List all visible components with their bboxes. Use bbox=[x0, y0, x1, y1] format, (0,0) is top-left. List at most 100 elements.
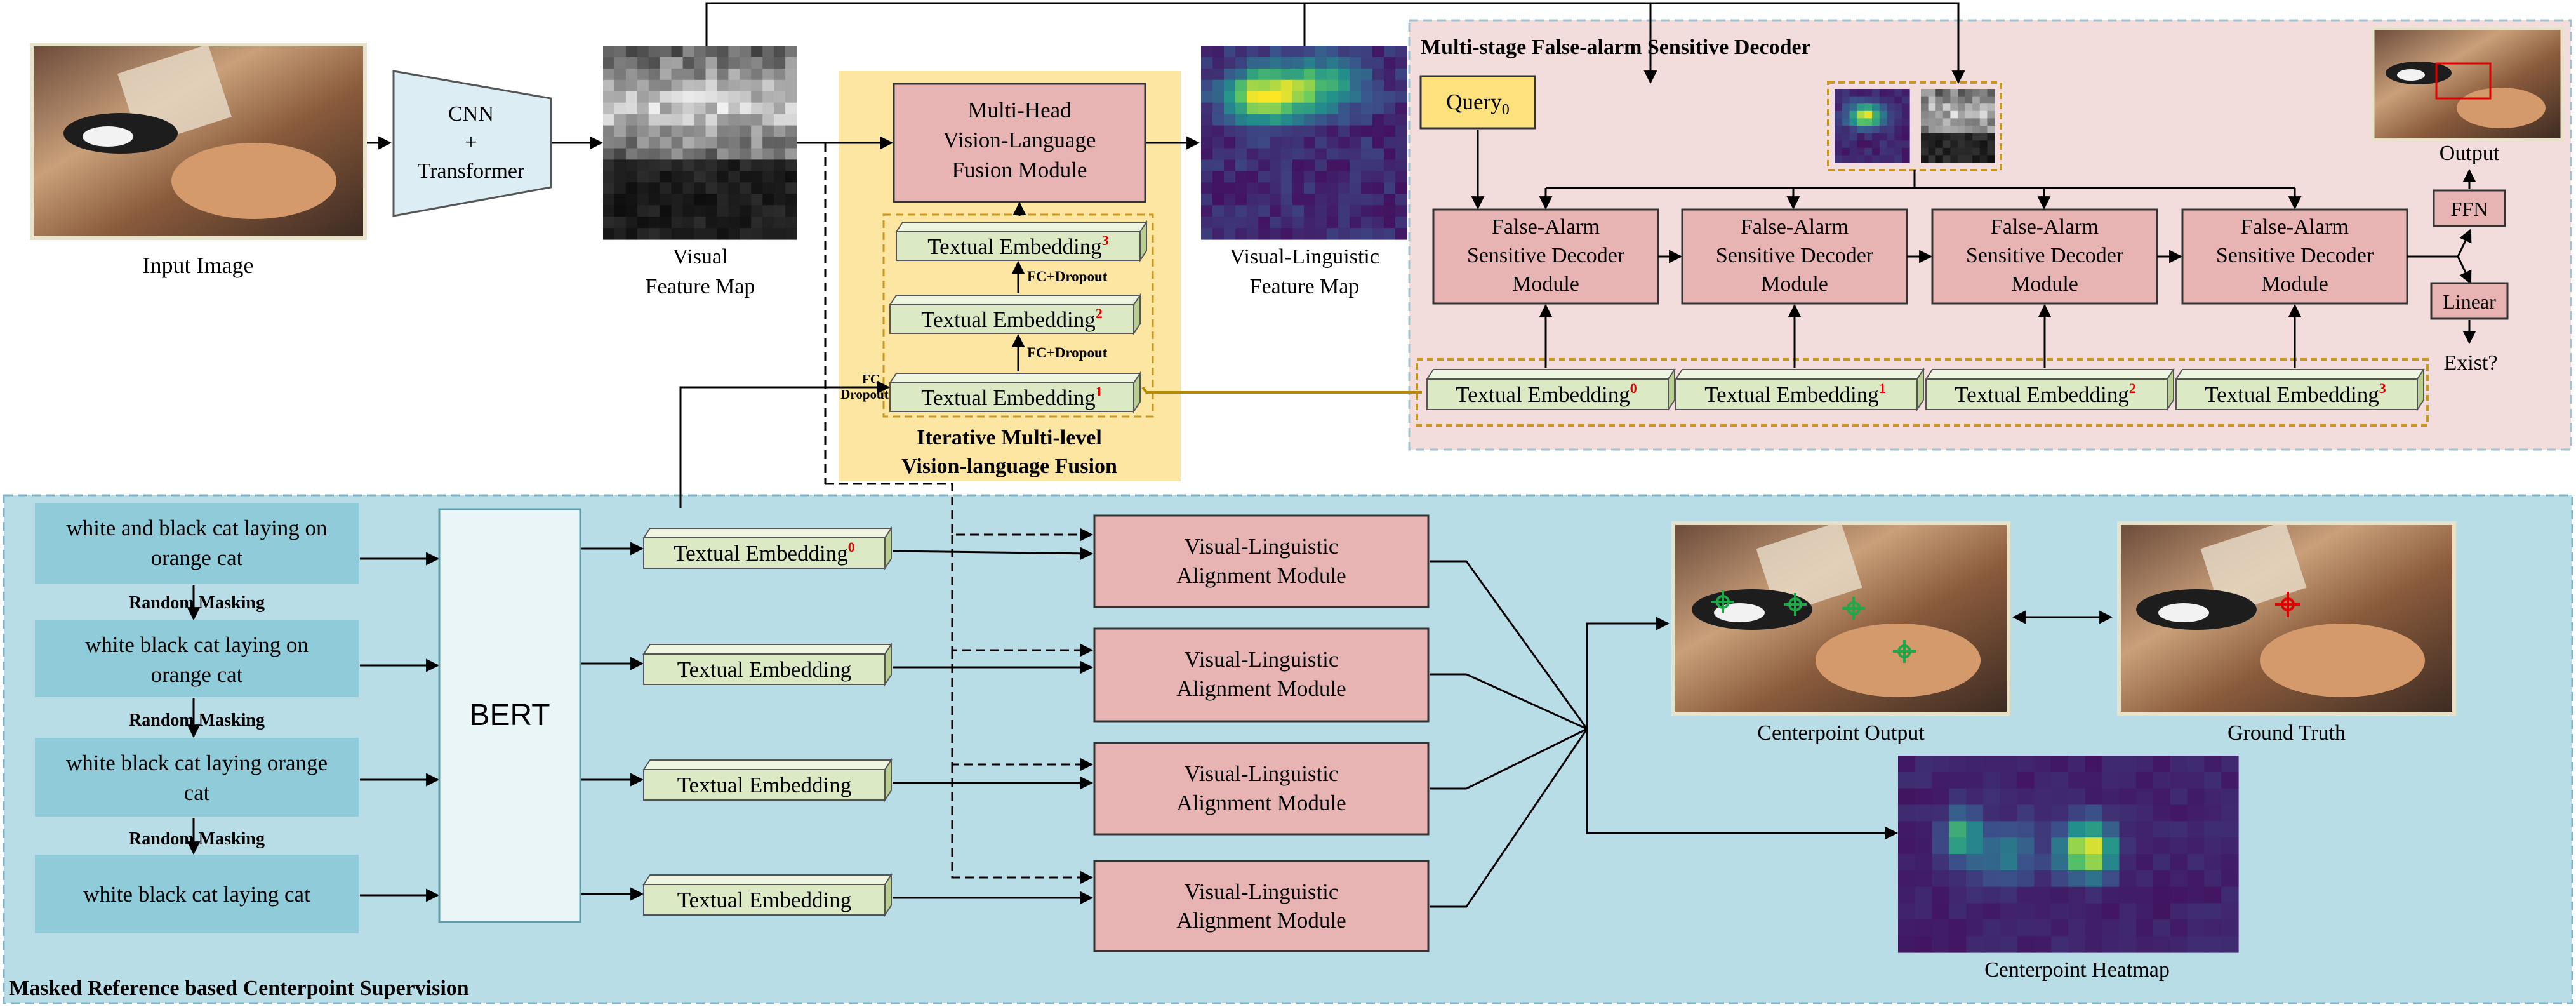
map-cell bbox=[1350, 217, 1362, 229]
map-cell bbox=[705, 114, 717, 126]
map-cell bbox=[785, 228, 797, 240]
map-cell bbox=[1849, 118, 1857, 126]
map-cell bbox=[1965, 110, 1973, 119]
map-cell bbox=[1384, 228, 1396, 240]
map-cell bbox=[1338, 171, 1350, 183]
map-cell bbox=[2170, 936, 2188, 953]
predicted-point-2 bbox=[1784, 593, 1807, 616]
map-cell bbox=[1212, 148, 1225, 160]
map-cell bbox=[1857, 89, 1865, 97]
map-cell bbox=[648, 228, 661, 240]
map-cell bbox=[2187, 804, 2205, 822]
map-cell bbox=[1235, 148, 1247, 160]
map-cell bbox=[1928, 96, 1936, 104]
map-cell bbox=[1258, 194, 1270, 206]
map-cell bbox=[2017, 804, 2035, 822]
map-cell bbox=[1935, 133, 1944, 141]
map-cell bbox=[1247, 194, 1259, 206]
map-cell bbox=[1857, 147, 1865, 156]
map-cell bbox=[740, 148, 752, 160]
map-cell bbox=[1270, 137, 1282, 149]
map-cell bbox=[648, 91, 661, 103]
map-cell bbox=[1247, 102, 1259, 115]
map-cell bbox=[1958, 110, 1966, 119]
map-cell bbox=[1983, 771, 2001, 789]
map-cell bbox=[694, 57, 706, 69]
map-cell bbox=[1958, 96, 1966, 104]
map-cell bbox=[694, 102, 706, 115]
map-cell bbox=[1942, 103, 1951, 112]
map-cell bbox=[2153, 771, 2171, 789]
map-cell bbox=[1902, 118, 1910, 126]
map-cell bbox=[625, 194, 638, 206]
map-cell bbox=[682, 159, 695, 171]
map-cell bbox=[671, 228, 684, 240]
map-cell bbox=[1270, 68, 1282, 81]
map-cell bbox=[1281, 182, 1293, 194]
map-cell bbox=[1395, 228, 1407, 240]
map-cell bbox=[1879, 96, 1888, 104]
map-cell bbox=[728, 194, 740, 206]
map-cell bbox=[1965, 140, 1973, 149]
map-cell bbox=[1835, 133, 1843, 141]
map-cell bbox=[1921, 147, 1929, 156]
vl-feature-map-label-1: Visual-Linguistic bbox=[1230, 245, 1379, 269]
map-cell bbox=[1292, 171, 1305, 183]
map-cell bbox=[1270, 102, 1282, 115]
map-cell bbox=[1983, 936, 2001, 953]
map-cell bbox=[1898, 821, 1916, 838]
map-cell bbox=[1372, 217, 1384, 229]
map-cell bbox=[648, 159, 661, 171]
map-cell bbox=[2085, 903, 2103, 920]
map-cell bbox=[1315, 46, 1327, 58]
map-cell bbox=[1966, 837, 1984, 855]
map-cell bbox=[705, 91, 717, 103]
map-cell bbox=[1384, 217, 1396, 229]
map-cell bbox=[1894, 140, 1902, 149]
map-cell bbox=[648, 182, 661, 194]
map-cell bbox=[1987, 118, 1995, 126]
map-cell bbox=[2017, 870, 2035, 888]
map-cell bbox=[682, 182, 695, 194]
map-cell bbox=[2085, 756, 2103, 773]
map-cell bbox=[648, 137, 661, 149]
map-cell bbox=[751, 159, 763, 171]
map-cell bbox=[648, 114, 661, 126]
map-cell bbox=[1857, 155, 1865, 163]
ref-text-2-l2: orange cat bbox=[151, 662, 243, 687]
map-cell bbox=[694, 182, 706, 194]
map-cell bbox=[682, 125, 695, 138]
map-cell bbox=[2068, 919, 2086, 937]
map-cell bbox=[705, 217, 717, 229]
map-cell bbox=[1384, 159, 1396, 171]
map-cell bbox=[1879, 118, 1888, 126]
map-cell bbox=[637, 79, 649, 92]
map-cell bbox=[1887, 89, 1895, 97]
map-cell bbox=[740, 57, 752, 69]
map-cell bbox=[694, 91, 706, 103]
map-cell bbox=[1966, 936, 1984, 953]
output-image bbox=[2371, 27, 2564, 142]
decoder-module-3-l1: False-Alarm bbox=[1991, 215, 2099, 239]
align-module-1-l2: Alignment Module bbox=[1176, 563, 1346, 588]
map-cell bbox=[1212, 182, 1225, 194]
map-cell bbox=[1857, 118, 1865, 126]
map-cell bbox=[2204, 886, 2222, 904]
map-cell bbox=[1395, 46, 1407, 58]
map-cell bbox=[1315, 79, 1327, 92]
map-cell bbox=[1212, 217, 1225, 229]
map-cell bbox=[1327, 182, 1339, 194]
map-cell bbox=[1224, 171, 1236, 183]
map-cell bbox=[603, 148, 615, 160]
ground-truth-image bbox=[2117, 521, 2456, 716]
map-cell bbox=[1384, 46, 1396, 58]
map-cell bbox=[2119, 804, 2137, 822]
decoder-module-3-l3: Module bbox=[2011, 272, 2078, 296]
decoder-module-1-l1: False-Alarm bbox=[1492, 215, 1600, 239]
map-cell bbox=[2017, 903, 2035, 920]
map-cell bbox=[1235, 205, 1247, 217]
map-cell bbox=[1247, 182, 1259, 194]
map-cell bbox=[614, 159, 627, 171]
map-cell bbox=[1935, 89, 1944, 97]
map-cell bbox=[1849, 126, 1857, 134]
